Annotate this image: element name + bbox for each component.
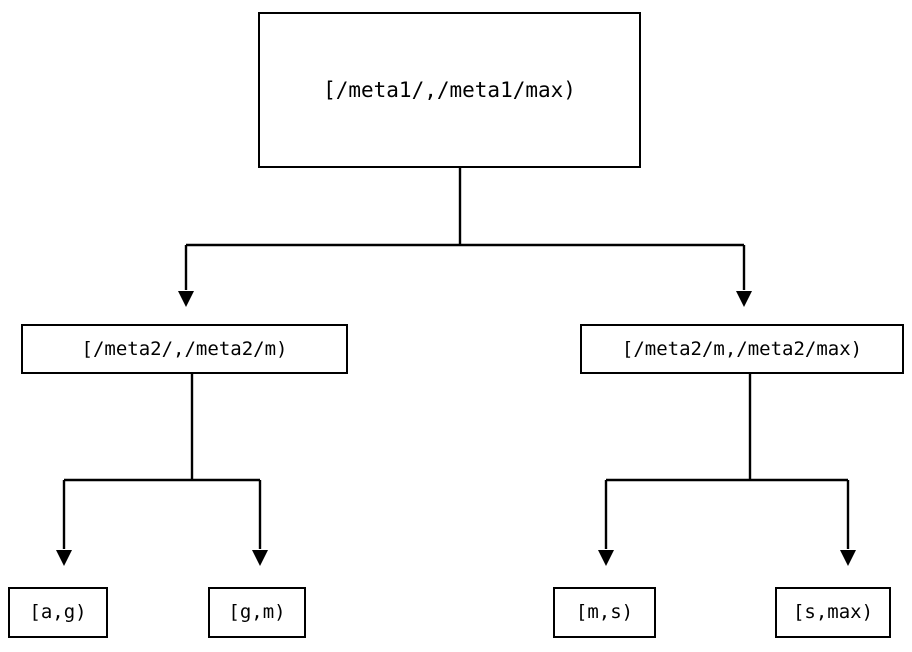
arrowhead-left-mid — [178, 291, 194, 307]
arrowhead-leaf-g-m — [252, 550, 268, 566]
tree-node-leaf-a-g-label: [a,g) — [29, 601, 87, 623]
tree-node-leaf-s-max-label: [s,max) — [792, 601, 874, 623]
tree-node-left-mid-label: [/meta2/,/meta2/m) — [81, 337, 288, 360]
tree-node-leaf-a-g[interactable]: [a,g) — [8, 587, 108, 638]
tree-node-leaf-g-m[interactable]: [g,m) — [208, 587, 306, 638]
tree-node-right-mid[interactable]: [/meta2/m,/meta2/max) — [580, 324, 904, 374]
arrowhead-leaf-s-max — [840, 550, 856, 566]
tree-node-leaf-s-max[interactable]: [s,max) — [775, 587, 891, 638]
tree-node-root[interactable]: [/meta1/,/meta1/max) — [258, 12, 641, 168]
tree-node-right-mid-label: [/meta2/m,/meta2/max) — [621, 337, 863, 360]
arrowhead-right-mid — [736, 291, 752, 307]
arrowhead-leaf-m-s — [598, 550, 614, 566]
tree-node-root-label: [/meta1/,/meta1/max) — [323, 77, 576, 102]
tree-node-left-mid[interactable]: [/meta2/,/meta2/m) — [21, 324, 348, 374]
arrowhead-leaf-a-g — [56, 550, 72, 566]
tree-node-leaf-m-s-label: [m,s) — [575, 601, 634, 623]
tree-node-leaf-g-m-label: [g,m) — [228, 601, 286, 623]
tree-node-leaf-m-s[interactable]: [m,s) — [553, 587, 656, 638]
